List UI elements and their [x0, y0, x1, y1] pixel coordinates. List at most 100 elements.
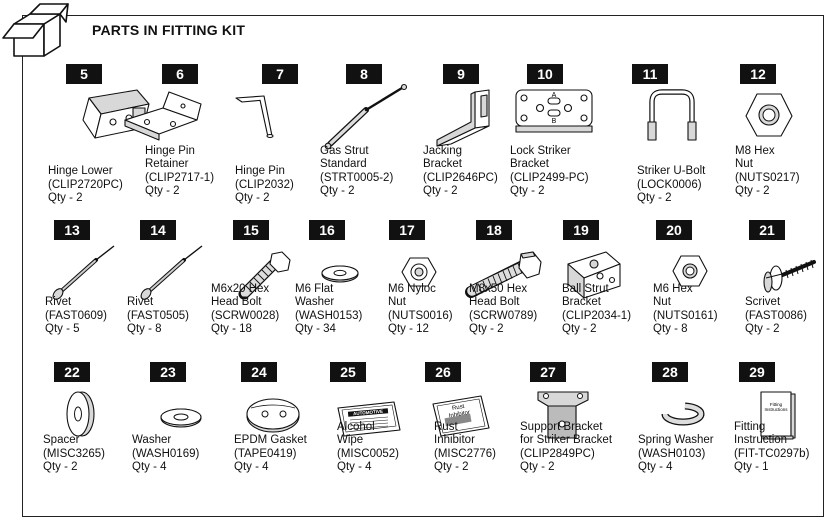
- part-qty: Qty - 2: [320, 185, 355, 197]
- part-qty: Qty - 2: [469, 323, 504, 335]
- hinge-pin-retainer-icon: [117, 86, 207, 148]
- part-description: M6 Flat Washer(WASH0153)Qty - 34: [295, 283, 362, 337]
- part-number-badge: 24: [241, 362, 277, 382]
- part-description: Hinge Pin Retainer(CLIP2717-1)Qty - 2: [145, 145, 214, 199]
- part-description: M6 Nyloc Nut(NUTS0016)Qty - 12: [388, 283, 453, 337]
- part-illustration-label: RustInhibitor: [447, 403, 470, 419]
- part-description: M6 Hex Nut(NUTS0161)Qty - 8: [653, 283, 718, 337]
- rust-inhibitor-icon: RustInhibitor: [415, 384, 505, 446]
- part-qty: Qty - 34: [295, 323, 336, 335]
- part-code: (SCRW0028): [211, 309, 280, 322]
- part-code: (SCRW0789): [469, 309, 538, 322]
- part-number-badge: 11: [632, 64, 668, 84]
- part-code: (LOCK0006): [637, 178, 702, 191]
- part-description: Washer(WASH0169)Qty - 4: [132, 434, 199, 475]
- part-qty: Qty - 4: [638, 461, 673, 473]
- part-name: Ball Strut Bracket: [562, 282, 609, 309]
- part-name: M6 Nyloc Nut: [388, 282, 436, 309]
- gas-strut-icon: [322, 83, 412, 150]
- part-qty: Qty - 2: [637, 192, 672, 204]
- u-bolt-icon: [628, 86, 718, 148]
- part-name: Rust Inhibitor: [434, 420, 475, 447]
- part-name: Lock Striker Bracket: [510, 144, 571, 171]
- part-number-badge: 8: [346, 64, 382, 84]
- jacking-bracket-icon: [425, 86, 515, 148]
- part-code: (MISC3265): [43, 447, 105, 460]
- part-description: Lock Striker Bracket(CLIP2499-PC)Qty - 2: [510, 145, 589, 199]
- part-name: M8x50 Hex Head Bolt: [469, 282, 528, 309]
- part-description: Hinge Lower(CLIP2720PC)Qty - 2: [48, 165, 123, 206]
- part-qty: Qty - 8: [653, 323, 688, 335]
- part-number-badge: 15: [233, 220, 269, 240]
- part-name: M6x20 Hex Head Bolt: [211, 282, 270, 309]
- part-description: Striker U-Bolt(LOCK0006)Qty - 2: [637, 165, 705, 206]
- part-description: Rivet(FAST0609)Qty - 5: [45, 296, 107, 337]
- hinge-pin-icon: [224, 86, 314, 148]
- part-name: M6 Hex Nut: [653, 282, 693, 309]
- part-code: (CLIP2034-1): [562, 309, 632, 322]
- page-title: PARTS IN FITTING KIT: [92, 22, 246, 38]
- ball-strut-bracket-icon: [554, 242, 644, 304]
- part-number-badge: 14: [140, 220, 176, 240]
- flat-washer-icon: [296, 242, 386, 304]
- part-number-badge: 9: [443, 64, 479, 84]
- hex-nut-small-icon: [644, 242, 734, 304]
- part-description: Spring Washer(WASH0103)Qty - 4: [638, 434, 714, 475]
- spacer-icon: [42, 384, 132, 446]
- part-name: Gas Strut Standard: [320, 144, 369, 171]
- box-icon: [2, 3, 69, 57]
- part-description: Scrivet(FAST0086)Qty - 2: [745, 296, 807, 337]
- part-description: Ball Strut Bracket(CLIP2034-1)Qty - 2: [562, 283, 631, 337]
- part-name: Rivet: [127, 296, 154, 308]
- rivet-icon: [126, 242, 216, 304]
- part-name: Hinge Pin: [235, 165, 285, 177]
- part-number-badge: 22: [54, 362, 90, 382]
- part-qty: Qty - 2: [48, 192, 83, 204]
- part-code: (CLIP2717-1): [145, 171, 215, 184]
- part-description: M8 Hex Nut(NUTS0217)Qty - 2: [735, 145, 800, 199]
- part-number-badge: 7: [262, 64, 298, 84]
- part-description: Support Bracket for Striker Bracket(CLIP…: [520, 421, 612, 475]
- part-qty: Qty - 4: [337, 461, 372, 473]
- hex-bolt-long-icon: [463, 242, 553, 304]
- part-description: M8x50 Hex Head Bolt(SCRW0789)Qty - 2: [469, 283, 537, 337]
- part-description: Jacking Bracket(CLIP2646PC)Qty - 2: [423, 145, 498, 199]
- part-number-badge: 27: [530, 362, 566, 382]
- part-name: Alcohol Wipe: [337, 420, 375, 447]
- part-qty: Qty - 2: [43, 461, 78, 473]
- part-description: Rivet(FAST0505)Qty - 8: [127, 296, 189, 337]
- part-code: (NUTS0161): [653, 309, 718, 322]
- part-number-badge: 12: [740, 64, 776, 84]
- part-code: (TAPE0419): [234, 447, 297, 460]
- part-description: M6x20 Hex Head Bolt(SCRW0028)Qty - 18: [211, 283, 279, 337]
- part-code: (NUTS0217): [735, 171, 800, 184]
- part-name: Scrivet: [745, 296, 781, 308]
- part-name: M6 Flat Washer: [295, 282, 335, 309]
- washer-icon: [137, 384, 227, 446]
- part-code: (MISC2776): [434, 447, 496, 460]
- part-name: Rivet: [45, 296, 72, 308]
- part-code: (CLIP2032): [235, 178, 294, 191]
- part-number-badge: 6: [162, 64, 198, 84]
- support-bracket-icon: [518, 384, 608, 446]
- part-code: (CLIP2720PC): [48, 178, 123, 191]
- part-description: Gas Strut Standard(STRT0005-2)Qty - 2: [320, 145, 393, 199]
- part-code: (FAST0609): [45, 309, 107, 322]
- part-number-badge: 25: [330, 362, 366, 382]
- part-description: EPDM Gasket(TAPE0419)Qty - 4: [234, 434, 307, 475]
- part-code: (CLIP2849PC): [520, 447, 595, 460]
- part-number-badge: 23: [150, 362, 186, 382]
- part-number-badge: 13: [54, 220, 90, 240]
- part-qty: Qty - 2: [745, 323, 780, 335]
- part-number-badge: 21: [749, 220, 785, 240]
- part-name: Support Bracket for Striker Bracket: [520, 420, 613, 447]
- part-qty: Qty - 2: [520, 461, 555, 473]
- nyloc-nut-icon: [376, 242, 466, 304]
- part-qty: Qty - 2: [562, 323, 597, 335]
- part-name: Jacking Bracket: [423, 144, 462, 171]
- part-number-badge: 10: [527, 64, 563, 84]
- part-illustration-label: B: [552, 118, 557, 125]
